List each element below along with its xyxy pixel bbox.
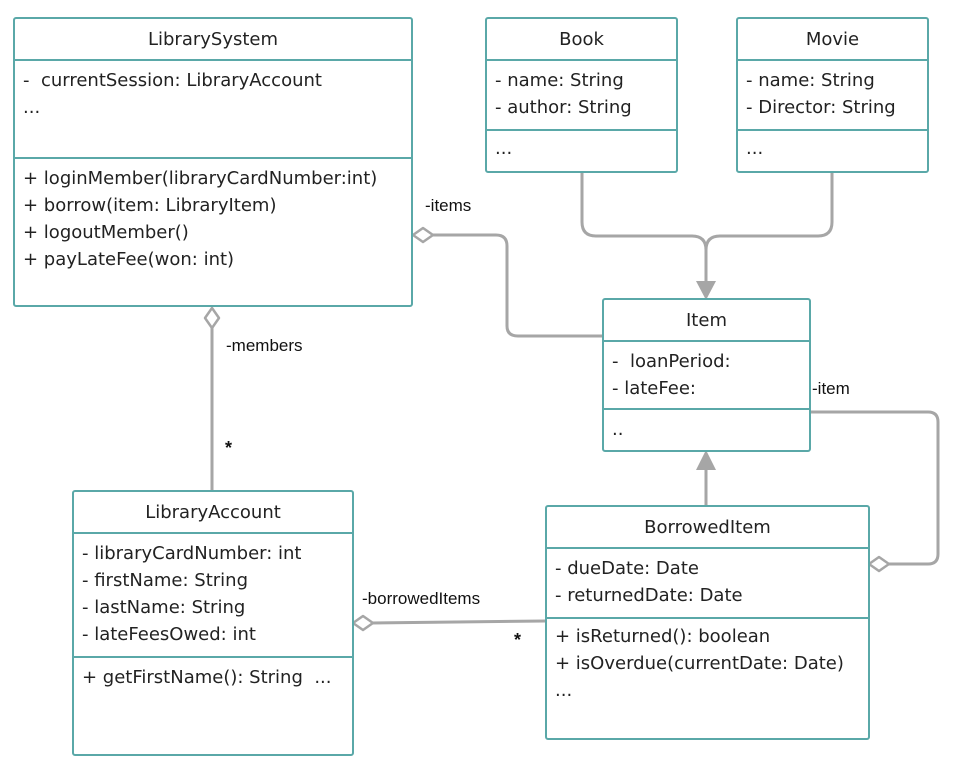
operation: + loginMember(libraryCardNumber:int) (23, 168, 378, 189)
item-aggregation-diamond (867, 555, 891, 573)
item-aggregation-line (808, 410, 940, 566)
operation: .. (612, 419, 624, 440)
class-name: LibraryAccount (74, 492, 352, 534)
operation: + payLateFee(won: int) (23, 249, 235, 270)
class-movie[interactable]: Movie - name: String - Director: String … (736, 17, 929, 173)
operation: + borrow(item: LibraryItem) (23, 195, 277, 216)
borrowed-items-multiplicity: * (514, 630, 522, 650)
attribute: - lateFee: (612, 378, 696, 399)
operation: + isOverdue(currentDate: Date) (555, 653, 844, 674)
attributes-section: - name: String - author: String (487, 61, 676, 131)
attributes-section: - dueDate: Date - returnedDate: Date (547, 549, 868, 619)
attribute: - currentSession: LibraryAccount (23, 70, 322, 91)
class-borrowed-item[interactable]: BorrowedItem - dueDate: Date - returnedD… (545, 505, 870, 740)
items-aggregation-diamond (411, 226, 435, 244)
operations-section: .. (604, 410, 809, 443)
operation: + getFirstName(): String ... (82, 667, 332, 688)
operation: ... (746, 138, 764, 159)
items-role-label: -items (425, 196, 472, 215)
attribute: - lastName: String (82, 597, 246, 618)
members-multiplicity: * (225, 438, 233, 458)
attribute: - dueDate: Date (555, 558, 699, 579)
class-name: BorrowedItem (547, 507, 868, 549)
attribute: - loanPeriod: (612, 351, 731, 372)
borrowed-items-role-label: -borrowedItems (362, 589, 481, 608)
operations-section: ... (738, 131, 927, 162)
attribute: - author: String (495, 97, 632, 118)
attribute: - name: String (495, 70, 624, 91)
attributes-section: - loanPeriod: - lateFee: (604, 342, 809, 410)
class-name: Item (604, 300, 809, 342)
attribute: ... (23, 97, 41, 118)
book-movie-generalization-arrowhead (696, 281, 716, 300)
class-library-account[interactable]: LibraryAccount - libraryCardNumber: int … (72, 490, 354, 756)
members-aggregation-diamond (203, 306, 221, 330)
attributes-section: - libraryCardNumber: int - firstName: St… (74, 534, 352, 658)
attribute: - firstName: String (82, 570, 248, 591)
operations-section: + isReturned(): boolean + isOverdue(curr… (547, 619, 868, 704)
attribute: - Director: String (746, 97, 896, 118)
movie-to-item-line (704, 170, 834, 290)
class-item[interactable]: Item - loanPeriod: - lateFee: .. (602, 298, 811, 452)
class-name: LibrarySystem (15, 19, 411, 61)
operations-section: + loginMember(libraryCardNumber:int) + b… (15, 159, 411, 273)
borrowed-items-aggregation-line (370, 619, 547, 625)
operations-section: ... (487, 131, 676, 162)
attribute: - name: String (746, 70, 875, 91)
book-to-item-line (580, 170, 708, 290)
operation: ... (495, 138, 513, 159)
class-name: Movie (738, 19, 927, 61)
attribute: - returnedDate: Date (555, 585, 743, 606)
members-role-label: -members (226, 336, 303, 355)
attribute: - libraryCardNumber: int (82, 543, 302, 564)
operation: + isReturned(): boolean (555, 626, 771, 647)
attributes-section: - name: String - Director: String (738, 61, 927, 131)
borrowed-item-generalization-arrowhead (696, 450, 716, 470)
operation: + logoutMember() (23, 222, 189, 243)
items-aggregation-line (430, 233, 605, 338)
operations-section: + getFirstName(): String ... (74, 658, 352, 691)
attributes-section: - currentSession: LibraryAccount ... (15, 61, 411, 159)
attribute: - lateFeesOwed: int (82, 624, 256, 645)
class-name: Book (487, 19, 676, 61)
class-library-system[interactable]: LibrarySystem - currentSession: LibraryA… (13, 17, 413, 307)
class-book[interactable]: Book - name: String - author: String ... (485, 17, 678, 173)
item-role-label: -item (812, 379, 850, 398)
operation: ... (555, 680, 573, 701)
borrowed-items-aggregation-diamond (351, 614, 375, 632)
